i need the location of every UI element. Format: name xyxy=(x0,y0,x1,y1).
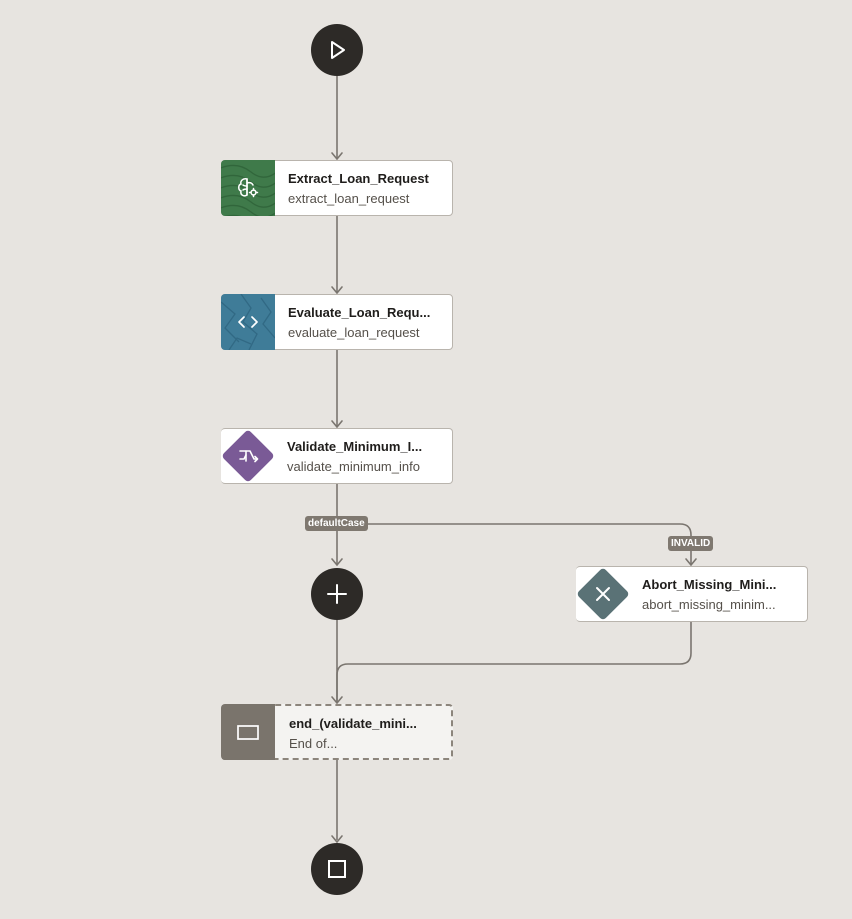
edge-label-default-case: defaultCase xyxy=(305,516,368,531)
arrowhead xyxy=(331,835,343,844)
arrowhead xyxy=(331,286,343,295)
connector-abort-end xyxy=(336,622,692,702)
connector-validate-abort xyxy=(337,523,692,564)
arrowhead xyxy=(331,696,343,705)
node-title: end_(validate_mini... xyxy=(289,716,417,731)
switch-tile xyxy=(220,428,276,484)
play-icon xyxy=(331,41,345,59)
node-title: Validate_Minimum_I... xyxy=(287,439,423,454)
extract-loan-request-node[interactable]: Extract_Loan_Request extract_loan_reques… xyxy=(221,160,453,216)
rectangle-icon xyxy=(237,725,259,740)
edge-label-invalid: INVALID xyxy=(668,536,714,551)
start-node[interactable] xyxy=(311,24,363,76)
arrowhead xyxy=(685,558,697,567)
abort-tile xyxy=(575,566,631,622)
arrowhead xyxy=(331,420,343,429)
node-subtitle: End of... xyxy=(289,736,338,751)
arrowhead xyxy=(331,152,343,161)
end-node[interactable] xyxy=(311,843,363,895)
end-validate-minimum-info-node[interactable]: end_(validate_mini... End of... xyxy=(221,704,453,760)
close-icon xyxy=(596,587,610,601)
add-step-button[interactable] xyxy=(311,568,363,620)
end-tile xyxy=(221,704,275,760)
plus-icon xyxy=(327,584,347,604)
node-subtitle: validate_minimum_info xyxy=(287,459,420,474)
code-brackets-icon xyxy=(238,316,258,328)
stop-square-icon xyxy=(328,860,346,878)
code-tile xyxy=(221,294,275,350)
node-subtitle: abort_missing_minim... xyxy=(642,597,776,612)
node-title: Evaluate_Loan_Requ... xyxy=(288,305,431,320)
brain-gear-icon xyxy=(238,178,259,198)
switch-arrows-icon xyxy=(239,450,259,463)
validate-minimum-info-node[interactable]: Validate_Minimum_I... validate_minimum_i… xyxy=(221,428,453,484)
node-title: Extract_Loan_Request xyxy=(288,171,429,186)
node-subtitle: evaluate_loan_request xyxy=(288,325,420,340)
arrowhead xyxy=(331,558,343,567)
llm-tile xyxy=(221,160,275,216)
node-subtitle: extract_loan_request xyxy=(288,191,410,206)
evaluate-loan-request-node[interactable]: Evaluate_Loan_Requ... evaluate_loan_requ… xyxy=(221,294,453,350)
abort-missing-minimum-node[interactable]: Abort_Missing_Mini... abort_missing_mini… xyxy=(576,566,808,622)
node-title: Abort_Missing_Mini... xyxy=(642,577,777,592)
